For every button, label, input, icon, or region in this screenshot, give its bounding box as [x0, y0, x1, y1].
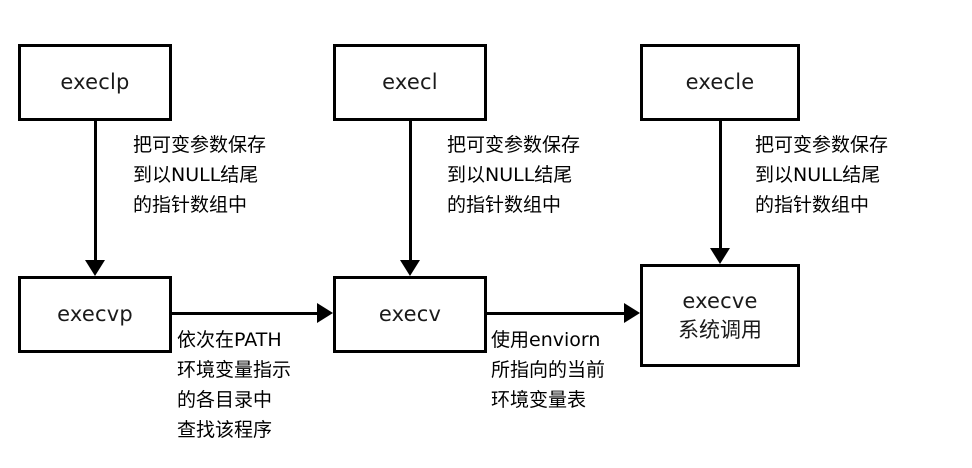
annotation-line: 的指针数组中 — [755, 194, 870, 216]
annotation-line: 的各目录中 — [177, 389, 273, 411]
annotation-line: 把可变参数保存 — [447, 134, 581, 156]
edge-execle-to-execve-arrowhead — [710, 248, 730, 264]
annotation-line: 使用enviorn — [491, 329, 601, 351]
edge-execvp-to-execv-line — [172, 312, 318, 315]
annotation-line: 把可变参数保存 — [133, 134, 267, 156]
edge-execvp-to-execv-arrowhead — [317, 303, 333, 323]
node-execv[interactable]: execv — [333, 276, 487, 353]
annotation-line: 的指针数组中 — [133, 194, 248, 216]
node-execle[interactable]: execle — [640, 44, 800, 121]
edge-execl-to-execv-arrowhead — [400, 260, 420, 276]
edge-execv-to-execve-line — [487, 312, 625, 315]
edge-execl-to-execv-line — [409, 121, 412, 265]
node-execlp-label: execlp — [60, 70, 130, 95]
annotation-line: 把可变参数保存 — [755, 134, 889, 156]
node-execve[interactable]: execve 系统调用 — [640, 264, 800, 367]
node-execve-label: execve — [682, 289, 758, 314]
edge-execle-to-execve-line — [719, 121, 722, 253]
annotation-execle-to-execve: 把可变参数保存 到以NULL结尾 的指针数组中 — [755, 130, 888, 220]
annotation-line: 依次在PATH — [177, 329, 282, 351]
node-execv-label: execv — [378, 302, 442, 327]
node-execvp[interactable]: execvp — [18, 276, 172, 353]
edge-execlp-to-execvp-arrowhead — [85, 260, 105, 276]
edge-execlp-to-execvp-line — [94, 121, 97, 265]
annotation-line: 环境变量表 — [491, 389, 587, 411]
node-execlp[interactable]: execlp — [18, 44, 172, 121]
annotation-execl-to-execv: 把可变参数保存 到以NULL结尾 的指针数组中 — [447, 130, 580, 220]
annotation-line: 到以NULL结尾 — [755, 164, 881, 186]
node-execle-label: execle — [685, 70, 755, 95]
annotation-execlp-to-execvp: 把可变参数保存 到以NULL结尾 的指针数组中 — [133, 130, 266, 220]
annotation-line: 的指针数组中 — [447, 194, 562, 216]
node-execvp-label: execvp — [57, 302, 133, 327]
annotation-line: 所指向的当前 — [491, 359, 606, 381]
annotation-line: 环境变量指示 — [177, 359, 292, 381]
annotation-execvp-to-execv: 依次在PATH 环境变量指示 的各目录中 查找该程序 — [177, 325, 291, 445]
annotation-line: 到以NULL结尾 — [133, 164, 259, 186]
annotation-line: 到以NULL结尾 — [447, 164, 573, 186]
annotation-line: 查找该程序 — [177, 419, 273, 441]
annotation-execv-to-execve: 使用enviorn 所指向的当前 环境变量表 — [491, 325, 605, 415]
node-execve-sublabel: 系统调用 — [678, 317, 762, 342]
edge-execv-to-execve-arrowhead — [624, 303, 640, 323]
node-execl[interactable]: execl — [333, 44, 487, 121]
node-execl-label: execl — [382, 70, 438, 95]
